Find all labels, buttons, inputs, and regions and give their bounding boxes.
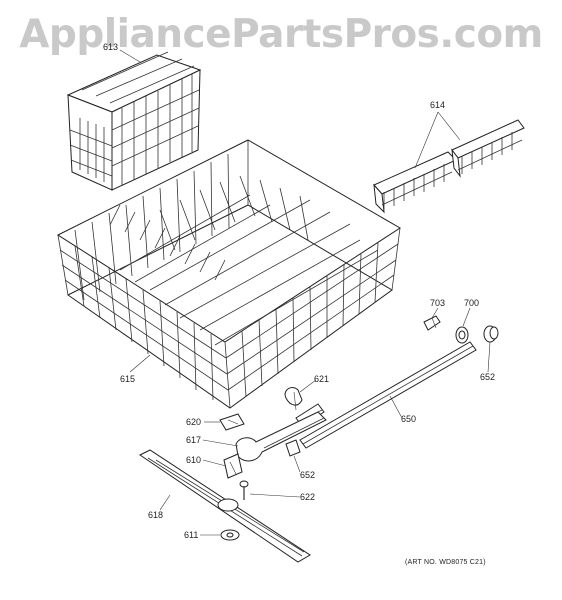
wash-arm-bearing[interactable]: [223, 453, 243, 479]
wash-arm-washer[interactable]: [220, 529, 240, 541]
rack-bracket[interactable]: [423, 315, 441, 331]
feed-tube-assembly[interactable]: [295, 341, 477, 449]
callout-700: 700: [464, 298, 479, 308]
cup-shelf-left[interactable]: [373, 151, 457, 214]
feed-tube-end-cap-lower[interactable]: [285, 439, 301, 457]
wash-arm-manifold[interactable]: [235, 409, 327, 462]
callout-652-upper: 652: [480, 372, 495, 382]
lower-wash-arm[interactable]: [139, 449, 311, 563]
callout-703: 703: [430, 298, 445, 308]
callout-610: 610: [186, 455, 201, 465]
upper-dishrack[interactable]: [56, 139, 401, 409]
wash-arm-screw[interactable]: [239, 480, 249, 500]
callout-622: 622: [300, 492, 315, 502]
watermark-logo: AppliancePartsPros.com: [19, 12, 543, 57]
callout-611: 611: [184, 530, 198, 540]
tube-clip[interactable]: [284, 387, 303, 411]
callout-650: 650: [401, 414, 416, 424]
callout-613: 613: [103, 42, 118, 52]
rack-nozzle[interactable]: [455, 326, 469, 344]
art-number: (ART NO. WD8075 C21): [405, 559, 486, 566]
cup-shelf-right[interactable]: [451, 119, 525, 178]
callout-652-lower: 652: [300, 470, 315, 480]
callout-615: 615: [120, 374, 135, 384]
callout-614: 614: [430, 100, 445, 110]
callout-620: 620: [186, 417, 201, 427]
callout-618: 618: [148, 510, 163, 520]
manifold-clip[interactable]: [219, 413, 245, 431]
silverware-basket[interactable]: [66, 51, 202, 191]
feed-tube-end-cap-upper[interactable]: [483, 325, 499, 343]
callout-617: 617: [186, 435, 201, 445]
callout-621: 621: [314, 374, 329, 384]
leader-lines: [119, 49, 491, 536]
